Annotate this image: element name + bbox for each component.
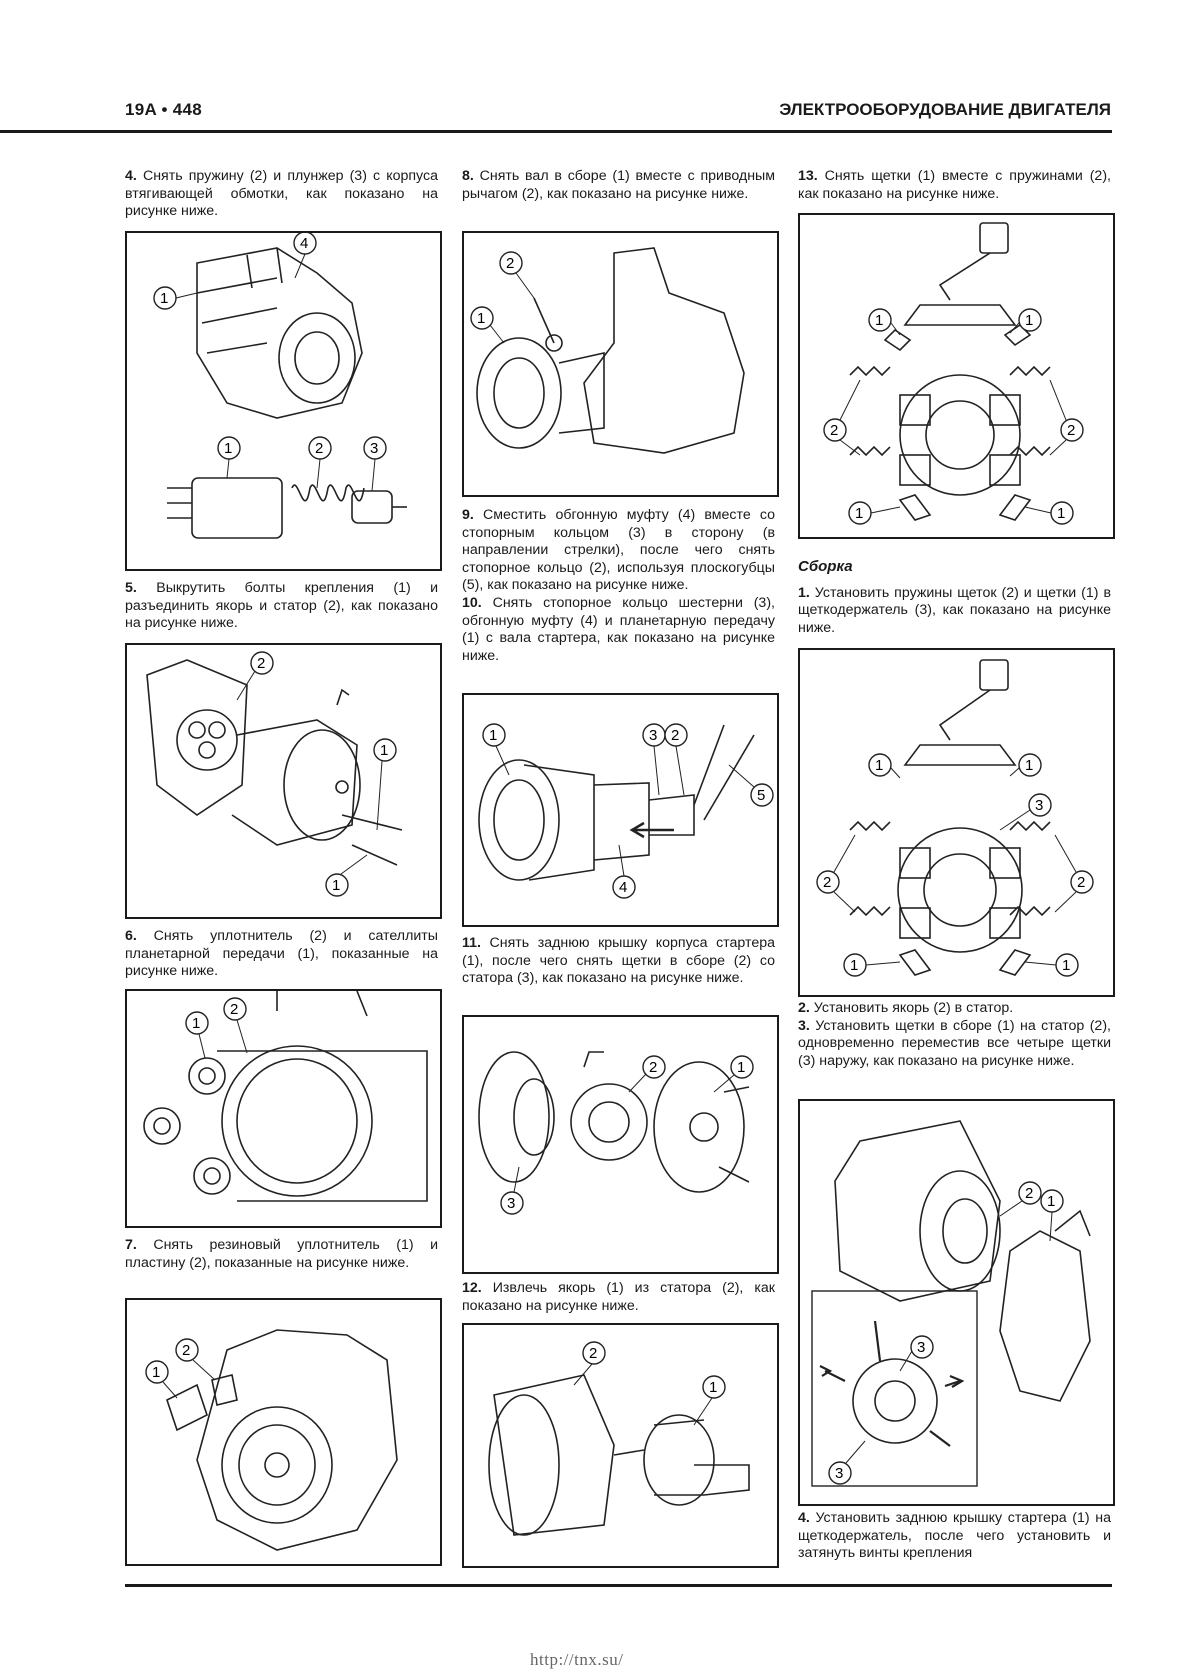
step-number: 2. <box>798 1000 810 1016</box>
callout-1: 1 <box>192 1015 200 1032</box>
callout-2: 2 <box>1025 1185 1033 1202</box>
callout-1: 1 <box>224 440 232 457</box>
header-rule <box>0 130 1112 133</box>
callout-1: 1 <box>875 312 883 329</box>
figure-planetary-gears: 1 2 <box>125 989 442 1228</box>
callout-1: 1 <box>152 1364 160 1381</box>
callout-2: 2 <box>230 1001 238 1018</box>
callout-3: 3 <box>835 1465 843 1482</box>
callout-1: 1 <box>1025 757 1033 774</box>
callout-2: 2 <box>671 727 679 744</box>
step-number: 13. <box>798 168 818 184</box>
step-13: 13. Снять щетки (1) вместе с пружинами (… <box>798 168 1111 203</box>
callout-2: 2 <box>823 874 831 891</box>
step-text: Установить щетки в сборе (1) на статор (… <box>798 1017 1111 1069</box>
assembly-steps-2-3: 2. Установить якорь (2) в статор. 3. Уст… <box>798 1000 1111 1070</box>
step-9: 9. Сместить обгонную муфту (4) вместе со… <box>462 507 775 665</box>
step-text: Установить заднюю крышку стартера (1) на… <box>798 1510 1111 1562</box>
callout-2: 2 <box>257 655 265 672</box>
callout-3: 3 <box>649 727 657 744</box>
section-title: ЭЛЕКТРООБОРУДОВАНИЕ ДВИГАТЕЛЯ <box>779 100 1111 119</box>
callout-1: 1 <box>855 505 863 522</box>
step-text: Снять заднюю крышку корпуса стартера (1)… <box>462 935 775 987</box>
figure-rear-cover: 2 1 3 <box>462 1015 779 1274</box>
callout-2: 2 <box>589 1345 597 1362</box>
step-5: 5. Выкрутить болты крепления (1) и разъе… <box>125 580 438 633</box>
step-text: Выкрутить болты крепления (1) и разъедин… <box>125 580 438 632</box>
step-number: 5. <box>125 580 137 596</box>
figure-brushes-on-stator: 2 1 3 3 <box>798 1099 1115 1506</box>
callout-4: 4 <box>619 879 627 896</box>
callout-3: 3 <box>1035 797 1043 814</box>
step-text: Снять пружину (2) и плунжер (3) с корпус… <box>125 168 438 220</box>
callout-3: 3 <box>370 440 378 457</box>
step-text: Установить якорь (2) в статор. <box>813 1000 1014 1016</box>
figure-retaining-ring: 1 3 2 5 4 <box>462 693 779 927</box>
step-12: 12. Извлечь якорь (1) из статора (2), ка… <box>462 1280 775 1315</box>
step-6: 6. Снять уплотнитель (2) и сателлиты пла… <box>125 928 438 981</box>
callout-1: 1 <box>737 1059 745 1076</box>
callout-2: 2 <box>506 255 514 272</box>
callout-3: 3 <box>917 1339 925 1356</box>
step-text: Снять уплотнитель (2) и сателлиты планет… <box>125 928 438 980</box>
callout-4: 4 <box>300 235 308 252</box>
assembly-heading: Сборка <box>798 558 853 575</box>
step-text: Сместить обгонную муфту (4) вместе со ст… <box>462 507 775 594</box>
callout-1: 1 <box>477 310 485 327</box>
callout-1: 1 <box>1047 1193 1055 1210</box>
page-number: 19A • 448 <box>125 100 203 119</box>
step-11: 11. Снять заднюю крышку корпуса стартера… <box>462 935 775 988</box>
step-number: 8. <box>462 168 474 184</box>
step-text: Снять вал в сборе (1) вместе с приводным… <box>462 168 775 202</box>
step-number: 7. <box>125 1237 137 1253</box>
figure-shaft-lever: 2 1 <box>462 231 779 497</box>
callout-1: 1 <box>1025 312 1033 329</box>
footer-rule <box>125 1584 1112 1587</box>
assembly-section: Сборка 1. Установить пружины щеток (2) и… <box>798 558 1111 637</box>
callout-2: 2 <box>315 440 323 457</box>
callout-1: 1 <box>709 1379 717 1396</box>
step-number: 1. <box>798 584 810 601</box>
step-number: 12. <box>462 1280 482 1296</box>
figure-brushes-springs: 1 1 2 2 1 1 <box>798 213 1115 539</box>
callout-1: 1 <box>160 290 168 307</box>
callout-1: 1 <box>380 742 388 759</box>
step-text: Снять щетки (1) вместе с пружинами (2), … <box>798 168 1111 202</box>
callout-2: 2 <box>830 422 838 439</box>
step-number: 11. <box>462 935 481 951</box>
figure-stator-separation: 2 1 1 <box>125 643 442 919</box>
assembly-step-4: 4. Установить заднюю крышку стартера (1)… <box>798 1510 1111 1563</box>
step-text: Снять резиновый уплотнитель (1) и пласти… <box>125 1237 438 1271</box>
step-7: 7. Снять резиновый уплотнитель (1) и пла… <box>125 1237 438 1272</box>
figure-brush-install: 1 1 3 2 2 1 1 <box>798 648 1115 997</box>
callout-1: 1 <box>332 877 340 894</box>
step-text: Снять стопорное кольцо шестерни (3), обг… <box>462 594 775 664</box>
step-number: 4. <box>798 1510 810 1526</box>
figure-solenoid-parts: 1 4 1 2 3 <box>125 231 442 571</box>
step-4: 4. Снять пружину (2) и плунжер (3) с кор… <box>125 168 438 221</box>
figure-armature-removal: 2 1 <box>462 1323 779 1568</box>
callout-2: 2 <box>182 1342 190 1359</box>
callout-1: 1 <box>1062 957 1070 974</box>
step-number: 4. <box>125 168 137 184</box>
callout-1: 1 <box>875 757 883 774</box>
callout-1: 1 <box>489 727 497 744</box>
callout-1: 1 <box>850 957 858 974</box>
callout-1: 1 <box>1057 505 1065 522</box>
callout-5: 5 <box>757 787 765 804</box>
step-text: Установить пружины щеток (2) и щетки (1)… <box>798 584 1111 636</box>
callout-3: 3 <box>507 1195 515 1212</box>
footer-url: http://tnx.su/ <box>530 1650 624 1669</box>
step-number: 6. <box>125 928 137 944</box>
callout-2: 2 <box>1067 422 1075 439</box>
figure-rubber-seal: 1 2 <box>125 1298 442 1566</box>
callout-2: 2 <box>649 1059 657 1076</box>
step-number: 10. <box>462 594 482 611</box>
step-8: 8. Снять вал в сборе (1) вместе с привод… <box>462 168 775 203</box>
step-number: 3. <box>798 1017 810 1034</box>
callout-2: 2 <box>1077 874 1085 891</box>
step-number: 9. <box>462 507 474 523</box>
step-text: Извлечь якорь (1) из статора (2), как по… <box>462 1280 775 1314</box>
